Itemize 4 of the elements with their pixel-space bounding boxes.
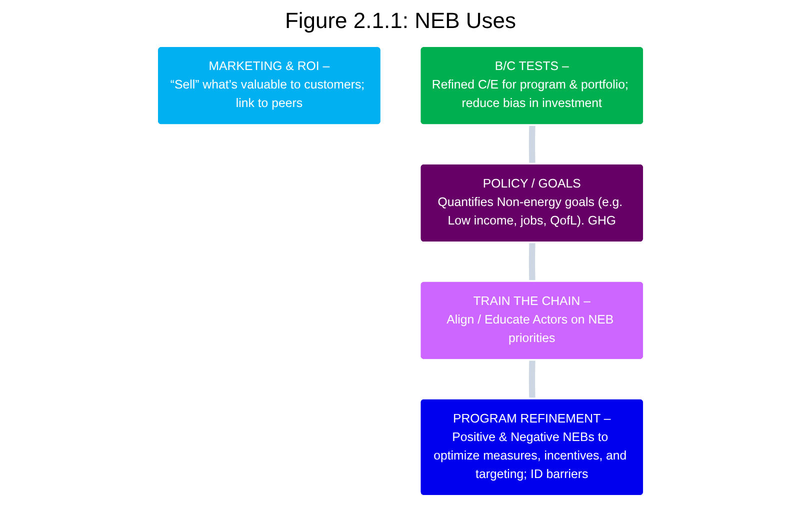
figure-title: Figure 2.1.1: NEB Uses	[284, 7, 518, 35]
connector	[528, 242, 536, 282]
connector	[528, 125, 536, 164]
connector	[528, 360, 536, 399]
